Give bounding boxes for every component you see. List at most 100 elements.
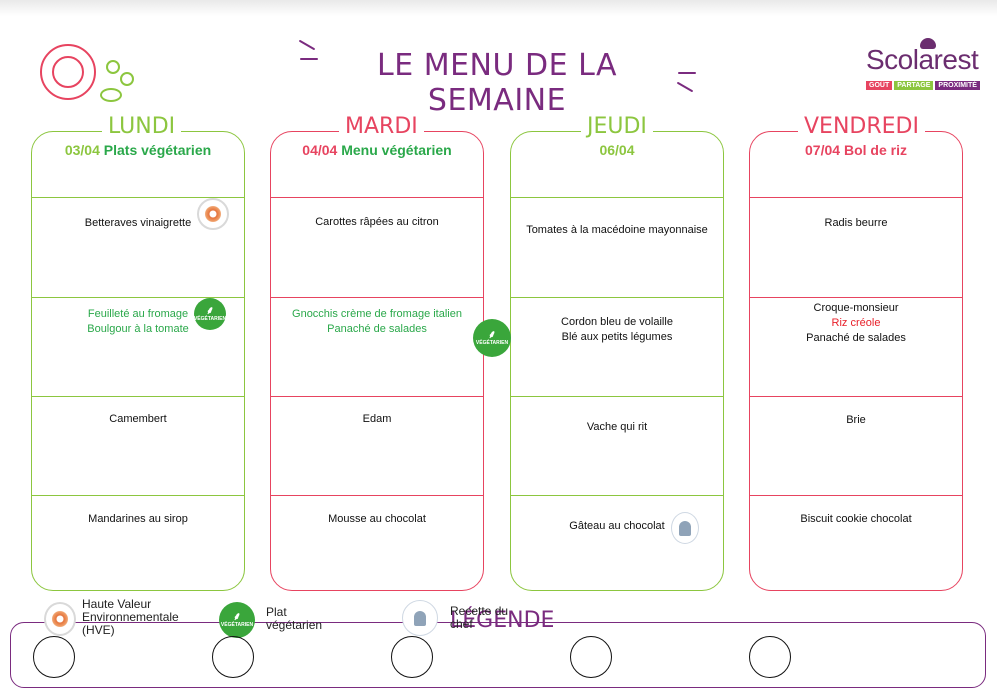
dish-cheese: Camembert [31, 412, 245, 427]
row-separator [32, 396, 244, 397]
row-separator [511, 297, 723, 298]
dish-line: Mandarines au sirop [88, 513, 188, 525]
row-separator [750, 396, 962, 397]
veg-badge-label: VÉGÉTARIEN [220, 622, 254, 628]
day-header-vendredi: 07/04 Bol de riz [749, 142, 963, 158]
legend-empty-circle [391, 636, 433, 678]
dish-line: Mousse au chocolat [328, 513, 426, 525]
legend-veg-label: Plat végétarien [266, 605, 323, 632]
leaf-icon: ⸙ [232, 611, 242, 623]
peas-icon-2 [120, 72, 134, 86]
legend-title: LÉGENDE [450, 608, 555, 633]
dish-starter: Carottes râpées au citron [270, 215, 484, 230]
row-separator [511, 495, 723, 496]
veg-badge-label: VÉGÉTARIEN [475, 340, 509, 346]
dish-line: Blé aux petits légumes [561, 331, 673, 343]
dish-cheese: Edam [270, 412, 484, 427]
dish-starter: Betteraves vinaigrette [31, 216, 245, 231]
brand-logo: Scolarest [866, 44, 979, 75]
dish-cheese: Brie [749, 413, 963, 428]
dish-line: Boulgour à la tomate [87, 323, 189, 335]
brand-tag: PARTAGE [894, 81, 934, 90]
legend-empty-circle [212, 636, 254, 678]
row-separator [511, 396, 723, 397]
brand-tags: GOÛT PARTAGE PROXIMITÉ [866, 81, 980, 90]
top-bar [0, 0, 997, 16]
row-separator [271, 495, 483, 496]
dish-line: Panaché de salades [806, 332, 906, 344]
row-separator [271, 396, 483, 397]
day-name-lundi: LUNDI [102, 114, 182, 139]
row-separator [750, 197, 962, 198]
dish-line: Croque-monsieur [813, 302, 899, 314]
row-separator [32, 495, 244, 496]
day-header-lundi: 03/04 Plats végétarien [31, 142, 245, 158]
brand-tag: PROXIMITÉ [935, 81, 980, 90]
row-separator [750, 297, 962, 298]
day-name-jeudi: JEUDI [581, 114, 653, 139]
row-separator [750, 495, 962, 496]
dish-starter: Radis beurre [749, 216, 963, 231]
day-date: 04/04 [302, 142, 338, 158]
legend-empty-circle [749, 636, 791, 678]
dish-line: Vache qui rit [586, 421, 648, 433]
row-separator [32, 297, 244, 298]
day-header-mardi: 04/04 Menu végétarien [270, 142, 484, 158]
row-separator [32, 197, 244, 198]
vegetarian-icon: ⸙ VÉGÉTARIEN [219, 602, 255, 638]
dish-starter: Tomates à la macédoine mayonnaise [510, 223, 724, 238]
dish-main: Feuilleté au fromage Boulgour à la tomat… [31, 307, 245, 337]
legend-hve-label: Haute Valeur Environnementale (HVE) [82, 597, 179, 637]
dish-line: Biscuit cookie chocolat [800, 513, 912, 525]
dish-line: Radis beurre [824, 217, 888, 229]
title-dash [676, 81, 694, 93]
dish-line: Gnocchis crème de fromage italien [292, 308, 462, 320]
day-theme: Menu végétarien [341, 142, 452, 158]
row-separator [271, 297, 483, 298]
dish-dessert: Biscuit cookie chocolat [749, 512, 963, 527]
chef-hat-icon [671, 512, 699, 544]
dish-line: Camembert [109, 413, 167, 425]
leaf-icon: ⸙ [205, 305, 215, 317]
day-name-vendredi: VENDREDI [798, 114, 925, 139]
chef-hat-icon [402, 600, 438, 636]
chef-hat-icon [920, 38, 936, 49]
tomato-icon [40, 44, 96, 100]
dish-line: Cordon bleu de volaille [561, 316, 673, 328]
legend-empty-circle [33, 636, 75, 678]
dish-line: Riz créole [831, 317, 881, 329]
legend-box [10, 622, 986, 688]
tomato-inner-icon [52, 56, 84, 88]
day-name-mardi: MARDI [339, 114, 424, 139]
dish-line: Tomates à la macédoine mayonnaise [526, 224, 708, 236]
dish-line: Gâteau au chocolat [569, 520, 665, 532]
peas-icon-3 [100, 88, 122, 102]
dish-line: Feuilleté au fromage [87, 308, 189, 320]
dish-line: Panaché de salades [327, 323, 427, 335]
dish-line: Betteraves vinaigrette [84, 217, 192, 229]
day-date: 07/04 [805, 142, 841, 158]
dish-dessert: Mousse au chocolat [270, 512, 484, 527]
veg-badge-label: VÉGÉTARIEN [193, 316, 227, 322]
dish-line: Brie [846, 414, 866, 426]
day-theme: Plats végétarien [103, 142, 212, 158]
hve-icon [197, 198, 229, 230]
vegetarian-icon: ⸙ VÉGÉTARIEN [194, 298, 226, 330]
day-theme: Bol de riz [843, 142, 907, 158]
day-date: 03/04 [64, 142, 100, 158]
hve-icon [44, 602, 76, 636]
dish-line: Carottes râpées au citron [315, 216, 439, 228]
dish-dessert: Mandarines au sirop [31, 512, 245, 527]
vegetarian-icon: ⸙ VÉGÉTARIEN [473, 319, 511, 357]
page-title: LE MENU DE LA SEMAINE [377, 48, 617, 118]
day-header-jeudi: 06/04 [510, 142, 724, 158]
leaf-icon: ⸙ [487, 329, 497, 341]
brand-tag: GOÛT [866, 81, 893, 90]
legend-empty-circle [570, 636, 612, 678]
peas-icon [106, 60, 120, 74]
title-dash [298, 39, 316, 51]
dish-main: Cordon bleu de volaille Blé aux petits l… [510, 315, 724, 345]
dish-dessert: Gâteau au chocolat [510, 519, 724, 534]
row-separator [511, 197, 723, 198]
dish-main: Gnocchis crème de fromage italien Panach… [270, 307, 484, 337]
